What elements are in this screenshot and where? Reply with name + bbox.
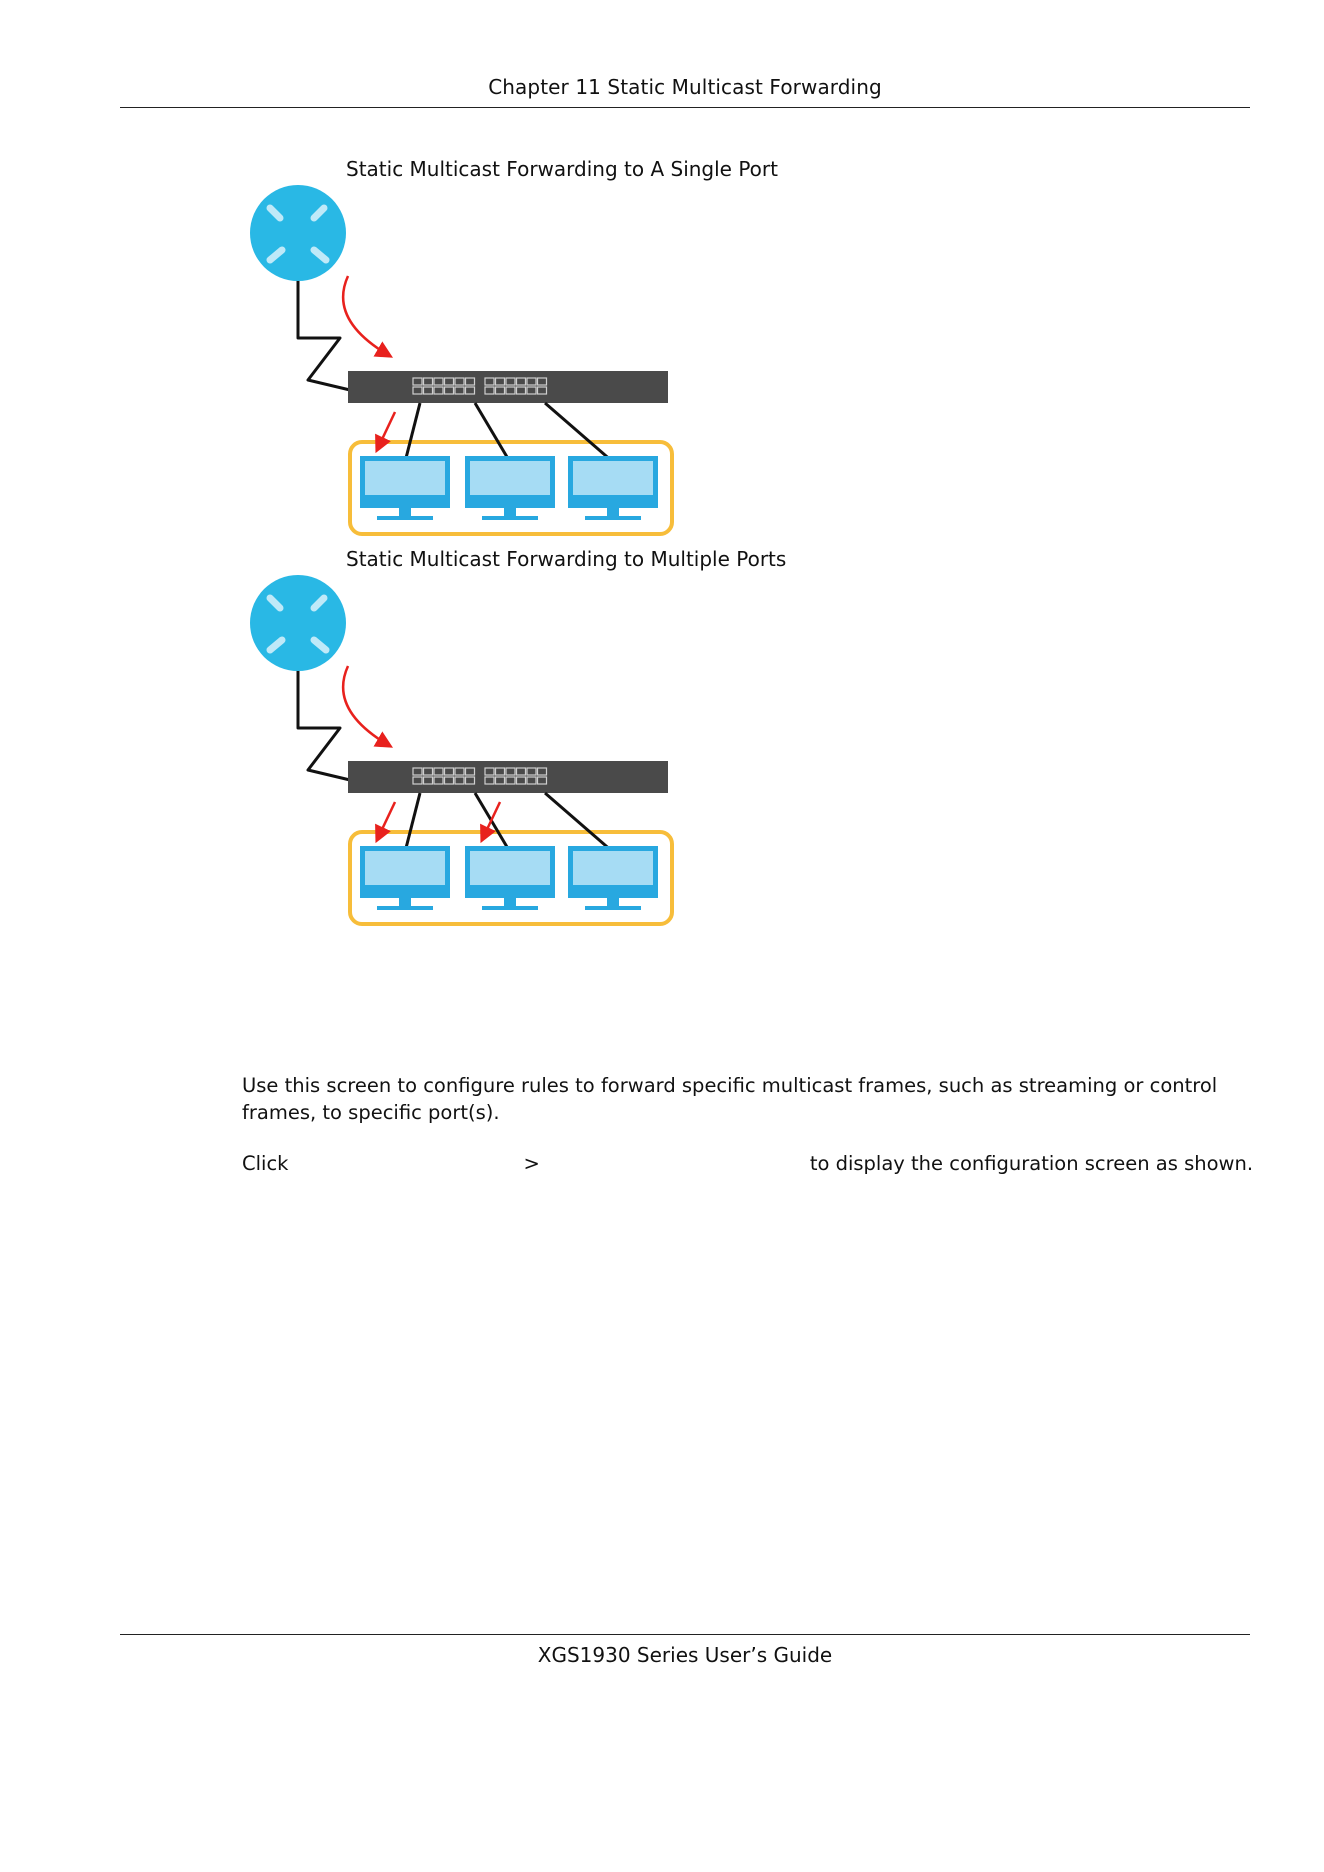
client-cable (544, 401, 614, 464)
single-port-diagram (250, 185, 674, 536)
switch-port (526, 776, 537, 785)
switch-port (484, 377, 495, 386)
switch-port (422, 776, 434, 785)
switch-port (464, 386, 476, 395)
switch-port (412, 377, 423, 386)
footer-rule (120, 1634, 1250, 1635)
switch-port (464, 377, 476, 386)
switch-port (505, 386, 516, 395)
switch-port (422, 377, 434, 386)
menu-separator: > (523, 1152, 540, 1175)
client-cable (473, 792, 512, 853)
switch-port (412, 776, 423, 785)
client-cable (403, 792, 422, 853)
switch-port (484, 386, 495, 395)
router-arrow-glyph (310, 636, 330, 654)
multiple-ports-diagram (250, 575, 674, 926)
switch-port (526, 386, 537, 395)
client-cable (403, 402, 422, 463)
router-arrow-glyph (266, 246, 286, 264)
switch-port (443, 386, 455, 395)
switch-port (515, 776, 527, 785)
switch-port (494, 776, 506, 785)
switch-port (454, 377, 465, 386)
switch-port (526, 767, 537, 776)
header-rule (120, 107, 1250, 108)
switch-port (536, 776, 548, 785)
switch-port (443, 767, 455, 776)
monitor-icon (360, 456, 450, 520)
router-arrow-glyph (266, 636, 286, 654)
switch-port (422, 386, 434, 395)
router-arrow-glyph (310, 246, 330, 264)
monitor-icon (465, 846, 555, 910)
router-arrow-glyph (310, 204, 328, 222)
switch-port (412, 767, 423, 776)
switch-port (454, 386, 465, 395)
figure-caption-single-port: Static Multicast Forwarding to A Single … (346, 157, 778, 181)
switch-port (464, 776, 476, 785)
client-group-border (348, 830, 674, 926)
forward-arrow (375, 411, 397, 454)
switch-port (526, 377, 537, 386)
forward-arrow (375, 801, 397, 844)
switch-port (422, 767, 434, 776)
switch-port (505, 377, 516, 386)
switch-port (412, 386, 423, 395)
switch-port (536, 767, 548, 776)
switch-port (443, 377, 455, 386)
switch-port (484, 776, 495, 785)
switch-port (433, 776, 444, 785)
switch-port (454, 776, 465, 785)
switch-port (515, 377, 527, 386)
switch-icon (348, 761, 668, 793)
router-cable (296, 280, 351, 392)
intro-paragraph: Use this screen to configure rules to fo… (242, 1074, 1218, 1124)
switch-port (536, 386, 548, 395)
navigation-instruction: Click > to display the configuration scree… (242, 1150, 1254, 1177)
router-arrow-glyph (310, 594, 328, 612)
switch-port (443, 776, 455, 785)
guide-title: XGS1930 Series User’s Guide (537, 1643, 833, 1667)
router-arrow-glyph (266, 204, 284, 222)
instruction-tail: to display the configuration screen as s… (809, 1152, 1254, 1175)
switch-port (433, 767, 444, 776)
router-icon (250, 185, 346, 281)
switch-icon (348, 371, 668, 403)
switch-port (515, 386, 527, 395)
switch-port (433, 377, 444, 386)
forward-arrow (480, 801, 502, 844)
switch-port (515, 767, 527, 776)
monitor-icon (465, 456, 555, 520)
client-group-border (348, 440, 674, 536)
click-word: Click (242, 1152, 289, 1175)
router-arrow-glyph (266, 594, 284, 612)
router-cable (296, 670, 351, 782)
switch-port (433, 386, 444, 395)
page-footer: XGS1930 Series User’s Guide (0, 1634, 1324, 1667)
switch-port (484, 767, 495, 776)
switch-port (464, 767, 476, 776)
switch-port (536, 377, 548, 386)
switch-port (505, 767, 516, 776)
multicast-arrow (341, 275, 394, 358)
switch-port (494, 377, 506, 386)
multicast-arrow (341, 665, 394, 748)
switch-port (494, 386, 506, 395)
monitor-icon (360, 846, 450, 910)
switch-port (454, 767, 465, 776)
monitor-icon (568, 456, 658, 520)
switch-port (505, 776, 516, 785)
chapter-header: Chapter 11 Static Multicast Forwarding (488, 75, 882, 99)
switch-port (494, 767, 506, 776)
router-icon (250, 575, 346, 671)
client-cable (473, 402, 512, 463)
monitor-icon (568, 846, 658, 910)
figure-caption-multiple-ports: Static Multicast Forwarding to Multiple … (346, 547, 787, 571)
client-cable (544, 791, 614, 854)
